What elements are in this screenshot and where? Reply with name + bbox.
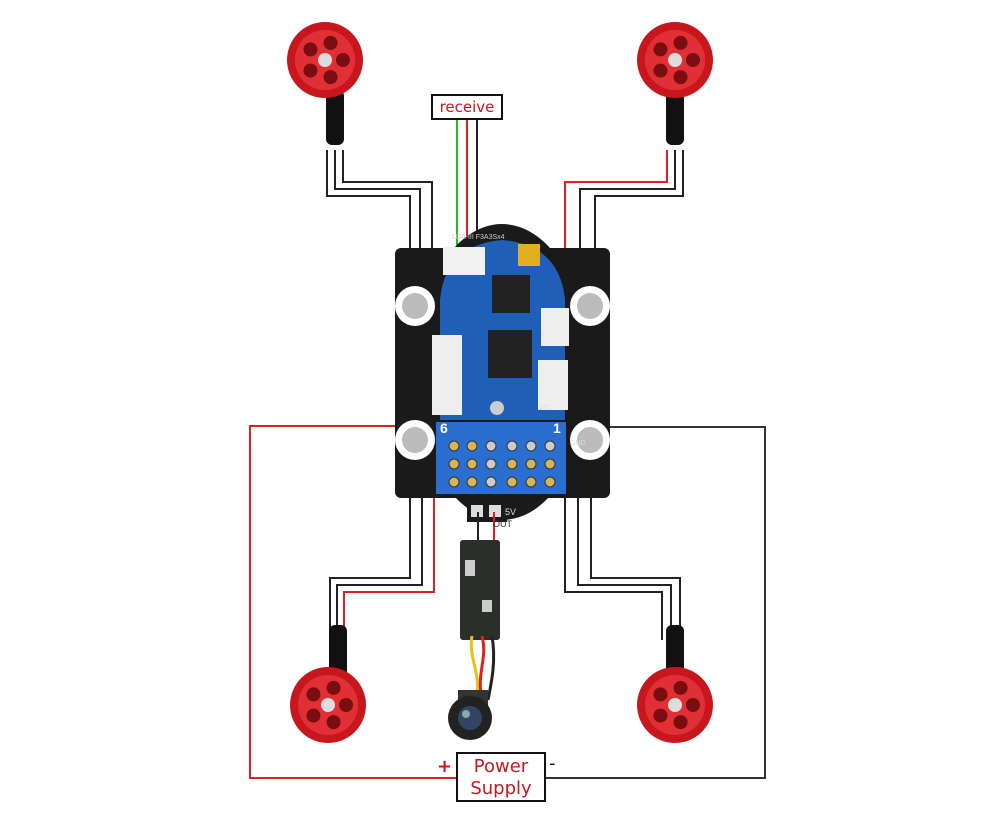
video-transmitter: [460, 512, 500, 640]
board-model-text: LDA-III F3A3Sx4: [452, 234, 505, 241]
motor-bottom-left: [290, 625, 366, 743]
power-supply-box: Power Supply: [456, 752, 546, 802]
motor-wires-bottom-left: [329, 490, 435, 640]
gnd-label: GND: [570, 440, 586, 447]
motor-top-right: [637, 22, 713, 145]
flight-controller-board: [395, 224, 610, 522]
positive-power-wire: [249, 425, 456, 779]
positive-terminal-label: +: [437, 756, 453, 777]
power-supply-line1: Power: [473, 756, 529, 777]
power-supply-line2: Supply: [470, 778, 532, 799]
motor-wires-top-right: [564, 150, 684, 260]
negative-terminal-label: -: [549, 753, 556, 774]
negative-power-wire: [546, 426, 766, 779]
pin-label-left: 6: [440, 420, 448, 436]
i2c-label: I2C: [540, 405, 551, 412]
pin-label-right: 1: [553, 420, 561, 436]
motor-bottom-right: [637, 625, 713, 743]
receiver-wires: [456, 120, 478, 245]
motor-wires-bottom-right: [564, 490, 681, 640]
fpv-camera: [448, 690, 492, 740]
out-label: OUT: [493, 519, 512, 529]
motor-wires-top-left: [326, 150, 433, 260]
receiver-label: receive: [431, 94, 503, 120]
motor-top-left: [287, 22, 363, 145]
vout-label: 5V: [505, 507, 517, 517]
